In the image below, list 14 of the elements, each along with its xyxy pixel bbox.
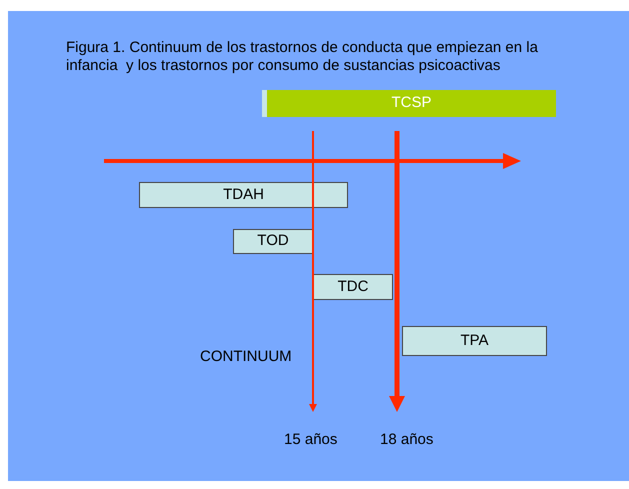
axis-label: CONTINUUM xyxy=(200,347,292,367)
age-label: 15 años xyxy=(284,430,338,450)
figure-title: Figura 1. Continuum de los trastornos de conducta que empiezan en la infancia y los trastornos por consumo de sustancias psicoactivas xyxy=(66,39,539,75)
disorder-box xyxy=(233,229,313,254)
age-label: 18 años xyxy=(380,430,434,450)
box-label: TDC xyxy=(338,276,368,297)
disorder-box xyxy=(313,274,393,300)
box-label: TOD xyxy=(257,231,289,252)
box-label: TDAH xyxy=(223,184,264,205)
timeline-bar xyxy=(262,90,556,117)
box-label: TPA xyxy=(460,330,489,351)
disorder-box xyxy=(402,326,547,356)
disorder-box xyxy=(139,182,348,208)
box-label: TCSP xyxy=(391,93,432,114)
